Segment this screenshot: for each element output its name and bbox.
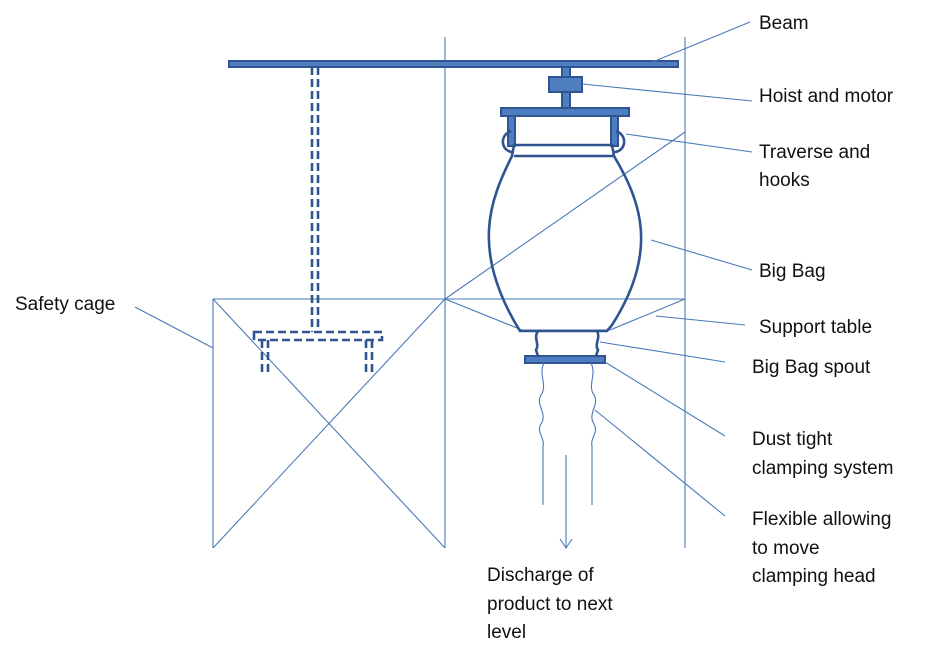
label-dust-tight-line1: Dust tight — [752, 429, 833, 450]
label-flexible-line3: clamping head — [752, 566, 876, 587]
label-beam: Beam — [759, 13, 809, 34]
hoist-and-motor — [548, 66, 583, 109]
big-bag — [487, 143, 643, 333]
flexible-hose — [538, 362, 597, 505]
label-discharge-line2: product to next — [487, 594, 613, 615]
leader-clamp — [604, 361, 726, 437]
leader-beam — [649, 21, 751, 64]
dust-tight-clamp — [524, 355, 606, 364]
safety-cage — [212, 131, 686, 549]
label-flexible-line2: to move — [752, 538, 820, 559]
leader-spout — [599, 341, 726, 363]
label-big-bag-spout: Big Bag spout — [752, 357, 871, 378]
label-big-bag: Big Bag — [759, 261, 826, 282]
label-traverse-and-hooks-line1: Traverse and — [759, 142, 871, 163]
traverse-and-hooks — [500, 107, 630, 154]
big-bag-spout — [534, 330, 600, 357]
label-support-table: Support table — [759, 317, 873, 338]
beam — [228, 60, 679, 68]
parked-traverse-dashed — [252, 67, 384, 372]
leader-big-bag — [650, 239, 753, 271]
leader-hoist — [581, 83, 753, 102]
label-flexible-line1: Flexible allowing — [752, 509, 892, 530]
label-hoist-and-motor: Hoist and motor — [759, 86, 894, 107]
label-discharge-line1: Discharge of — [487, 565, 594, 586]
label-traverse-and-hooks-line2: hooks — [759, 170, 810, 191]
discharge-arrow — [559, 455, 573, 549]
label-safety-cage: Safety cage — [15, 294, 116, 315]
label-dust-tight-line2: clamping system — [752, 458, 894, 479]
leader-traverse — [625, 133, 753, 153]
leader-support-table — [655, 315, 746, 326]
leader-safety-cage — [134, 306, 214, 349]
leader-flexible — [594, 409, 726, 517]
label-discharge-line3: level — [487, 622, 527, 643]
leader-lines — [134, 21, 753, 517]
support-table — [444, 298, 686, 331]
